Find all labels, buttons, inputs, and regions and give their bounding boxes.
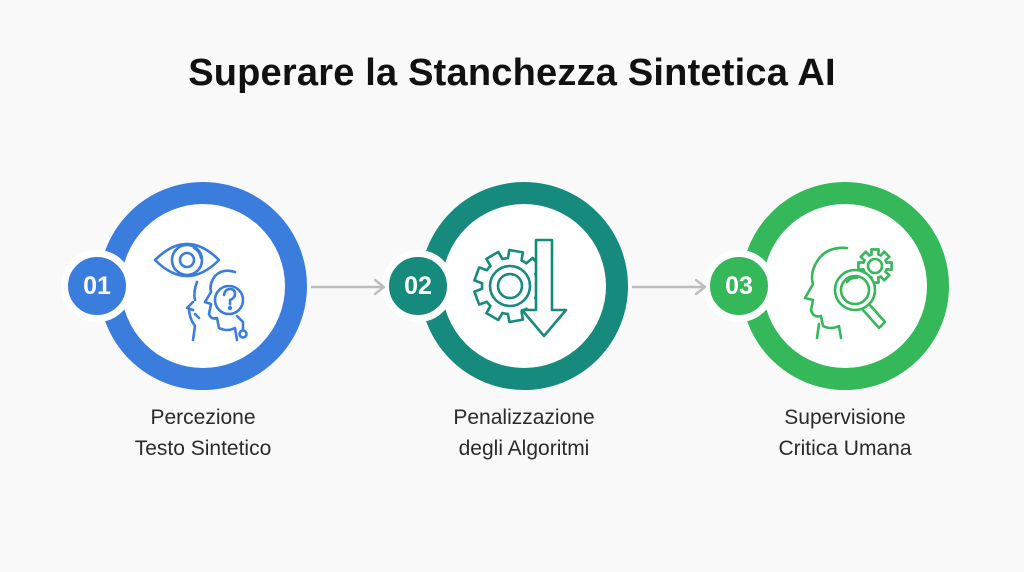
label-line: Penalizzazione bbox=[453, 406, 595, 429]
label-line: Percezione bbox=[150, 406, 256, 429]
label-line: Critica Umana bbox=[778, 437, 912, 460]
step-2-label: Penalizzazione degli Algoritmi bbox=[404, 402, 644, 464]
step-badge: 03 bbox=[703, 250, 775, 322]
label-line: Testo Sintetico bbox=[134, 437, 272, 460]
eye-head-question-icon bbox=[135, 218, 271, 354]
step-2: 02 bbox=[382, 182, 628, 390]
page-title: Superare la Stanchezza Sintetica AI bbox=[188, 52, 836, 94]
step-1: 01 bbox=[61, 182, 307, 390]
step-badge: 02 bbox=[382, 250, 454, 322]
label-line: degli Algoritmi bbox=[458, 437, 590, 460]
step-3-label: Supervisione Critica Umana bbox=[725, 402, 965, 464]
head-magnifier-icon bbox=[777, 218, 913, 354]
arrow-right-icon bbox=[632, 278, 707, 296]
step-1-label: Percezione Testo Sintetico bbox=[83, 402, 323, 464]
gear-down-arrow-icon bbox=[456, 218, 592, 354]
arrow-right-icon bbox=[311, 278, 386, 296]
step-badge: 01 bbox=[61, 250, 133, 322]
step-3: 03 bbox=[703, 182, 949, 390]
step-2-ring bbox=[420, 182, 628, 390]
label-line: Supervisione bbox=[784, 406, 906, 429]
